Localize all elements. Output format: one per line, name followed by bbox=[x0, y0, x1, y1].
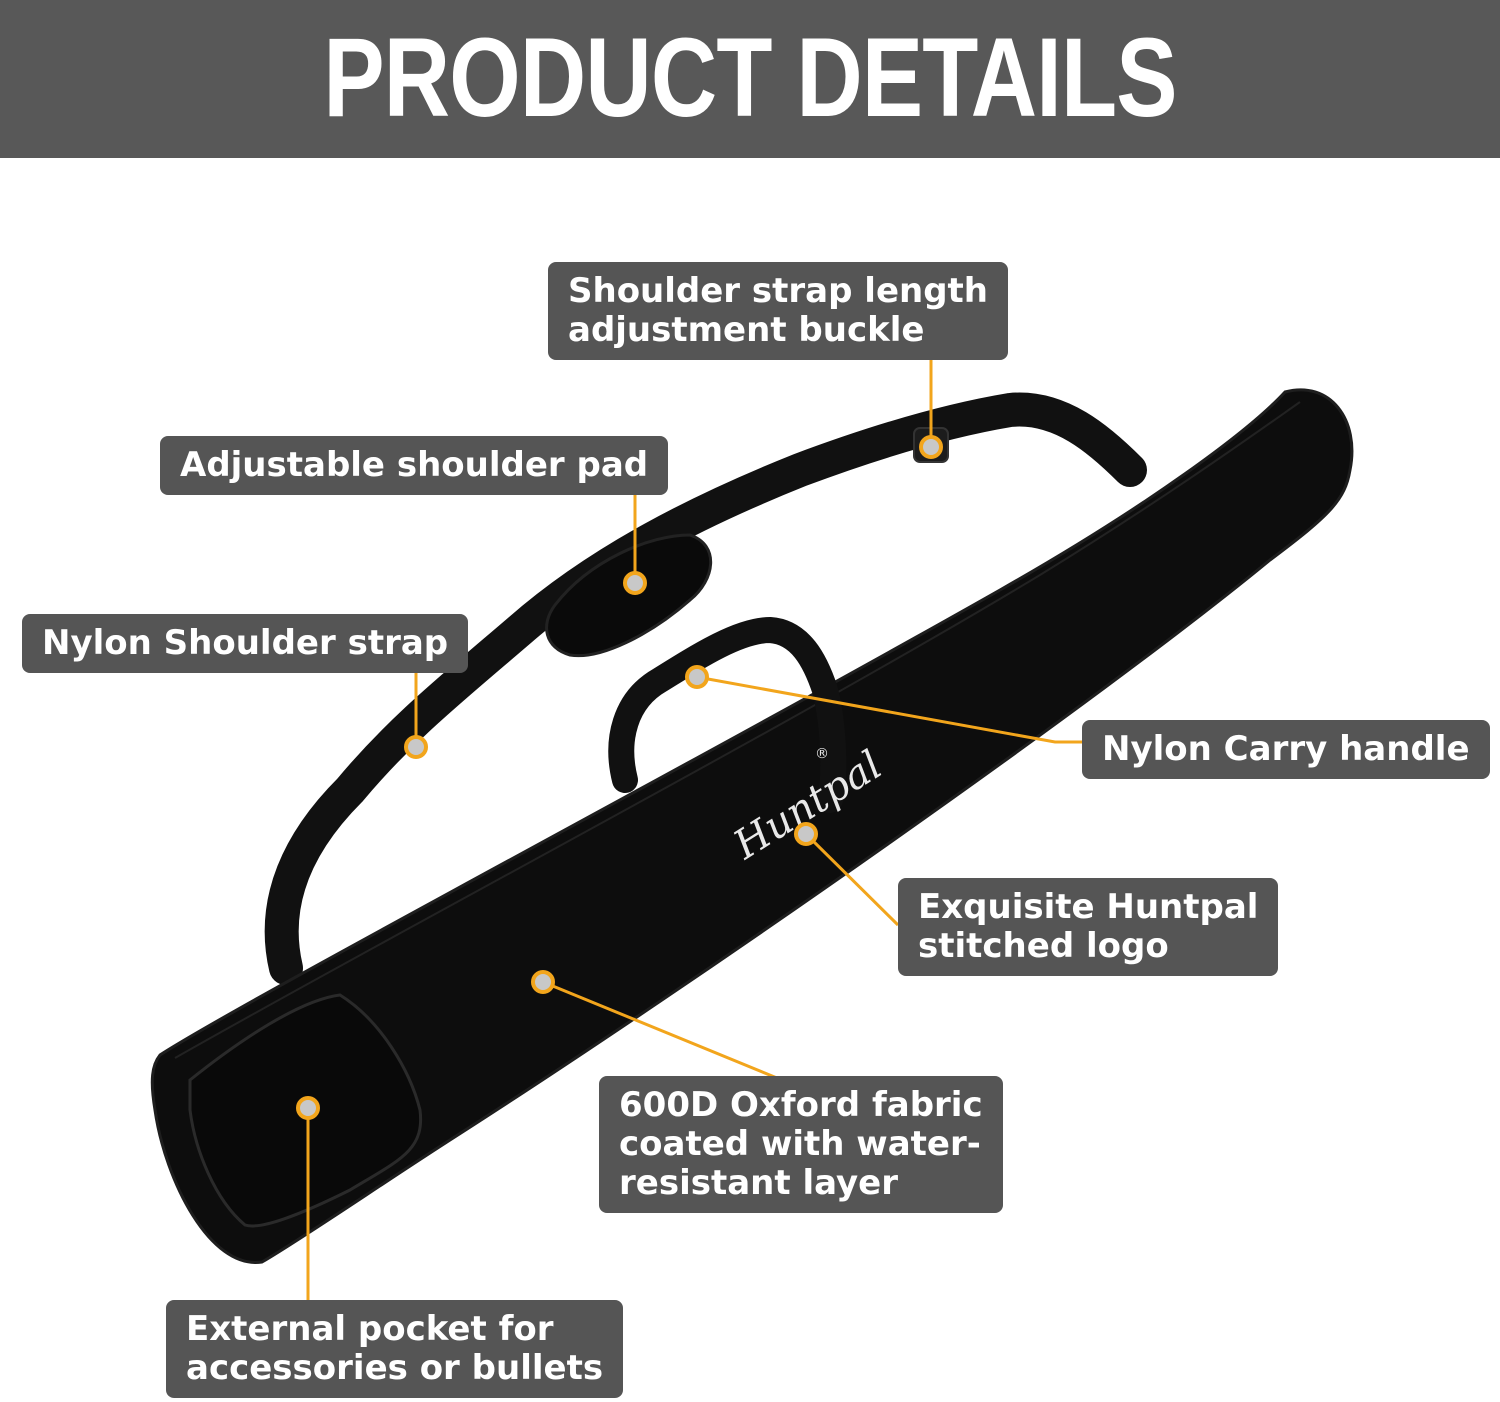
callout-buckle-line2: adjustment buckle bbox=[568, 310, 925, 350]
marker-dot-fabric bbox=[531, 970, 555, 994]
callout-logo-line1: Exquisite Huntpal bbox=[918, 887, 1259, 927]
marker-dot-pocket bbox=[296, 1096, 320, 1120]
callout-logo: Exquisite Huntpal stitched logo bbox=[898, 878, 1279, 976]
callout-buckle-line1: Shoulder strap length bbox=[568, 271, 989, 311]
shoulder-pad bbox=[545, 533, 713, 658]
leader-line-carry-handle bbox=[696, 675, 1082, 744]
callout-pocket-line2: accessories or bullets bbox=[186, 1348, 604, 1388]
callout-fabric-line3: resistant layer bbox=[619, 1163, 898, 1203]
callout-buckle: Shoulder strap length adjustment buckle bbox=[548, 262, 1009, 360]
header-banner: PRODUCT DETAILS bbox=[0, 0, 1500, 158]
bag-body bbox=[150, 388, 1354, 1264]
registered-mark-icon: ® bbox=[815, 746, 829, 762]
callout-carry-handle: Nylon Carry handle bbox=[1082, 720, 1490, 779]
marker-dot-buckle bbox=[919, 435, 943, 459]
marker-dot-carry-handle bbox=[685, 665, 709, 689]
marker-dot-shoulder-pad bbox=[623, 571, 647, 595]
marker-dot-logo bbox=[794, 822, 818, 846]
carry-handle bbox=[608, 616, 847, 813]
callout-fabric-line2: coated with water- bbox=[619, 1124, 981, 1164]
callout-logo-line2: stitched logo bbox=[918, 926, 1169, 966]
leader-line-fabric bbox=[542, 980, 778, 1080]
callout-pocket: External pocket for accessories or bulle… bbox=[166, 1300, 624, 1398]
leader-line-logo bbox=[804, 832, 900, 927]
marker-dot-nylon-strap bbox=[404, 735, 428, 759]
callout-nylon-strap: Nylon Shoulder strap bbox=[22, 614, 469, 673]
callout-shoulder-pad: Adjustable shoulder pad bbox=[160, 436, 669, 495]
callout-fabric: 600D Oxford fabric coated with water- re… bbox=[599, 1076, 1003, 1213]
callout-carry-handle-line1: Nylon Carry handle bbox=[1102, 729, 1470, 769]
callout-nylon-strap-line1: Nylon Shoulder strap bbox=[42, 623, 449, 663]
callout-shoulder-pad-line1: Adjustable shoulder pad bbox=[180, 445, 649, 485]
page-title: PRODUCT DETAILS bbox=[323, 15, 1177, 140]
callout-fabric-line1: 600D Oxford fabric bbox=[619, 1085, 983, 1125]
callout-pocket-line1: External pocket for bbox=[186, 1309, 554, 1349]
